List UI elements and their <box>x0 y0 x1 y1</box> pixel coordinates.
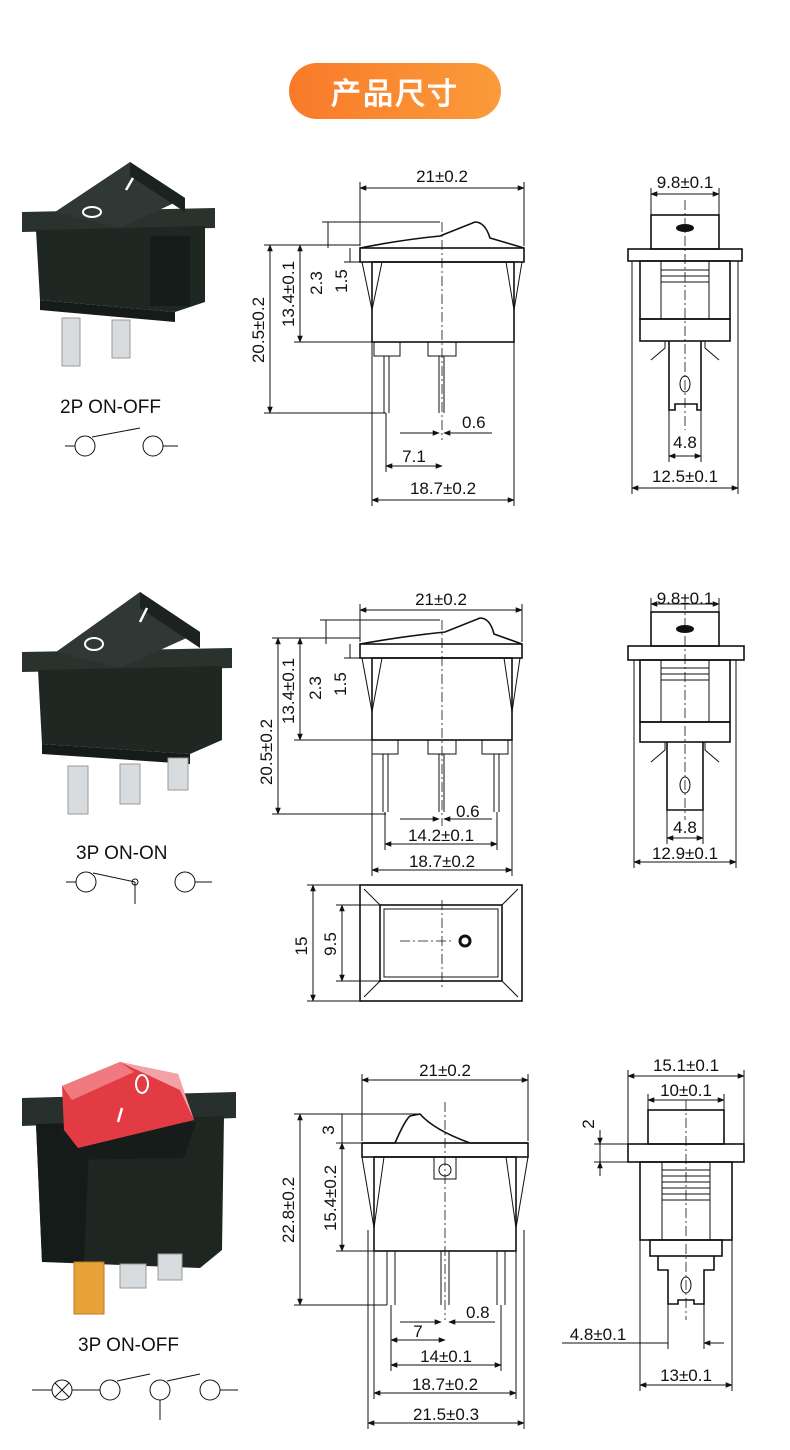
dimension-label: 2.3 <box>307 271 326 295</box>
side-view-3p-on-off <box>627 1100 745 1320</box>
dimension-label: 9.8±0.1 <box>657 173 714 192</box>
dims-top-3p-on-on: 15 9.5 <box>292 884 380 1002</box>
switch-symbol-2p <box>65 427 178 457</box>
dimension-label: 18.7±0.2 <box>409 852 475 871</box>
front-view-2p <box>359 221 525 440</box>
dimension-label: 7.1 <box>402 447 426 466</box>
front-view-3p-on-on <box>359 617 523 826</box>
page-title: 产品尺寸 <box>331 77 459 112</box>
dimension-label: 0.8 <box>466 1303 490 1322</box>
dimension-label: 18.7±0.2 <box>410 479 476 498</box>
dimension-label: 1.5 <box>331 672 350 696</box>
dims-side-2p: 9.8±0.1 4.8 12.5±0.1 <box>631 173 739 494</box>
dimension-label: 0.6 <box>462 413 486 432</box>
switch-photo-2p <box>22 162 215 367</box>
dimension-label: 21±0.2 <box>419 1061 471 1080</box>
top-view-3p-on-on <box>359 884 523 1002</box>
front-view-3p-on-off <box>361 1102 529 1320</box>
dimension-label: 9.8±0.1 <box>657 589 714 608</box>
dimension-label: 4.8 <box>673 433 697 452</box>
variant-label-3p-on-off: 3P ON-OFF <box>78 1335 179 1356</box>
switch-symbol-3p-on-off <box>32 1373 238 1420</box>
dimension-label: 1.5 <box>332 269 351 293</box>
dimension-label: 9.5 <box>321 932 340 956</box>
dimension-label: 15.4±0.2 <box>321 1165 340 1231</box>
dims-front-2p: 21±0.2 20.5±0.2 13.4±0.1 2.3 1.5 0.6 7.1… <box>249 167 525 506</box>
dimension-label: 2 <box>579 1119 598 1128</box>
dimension-label: 0.6 <box>456 802 480 821</box>
dimension-label: 15.1±0.1 <box>653 1056 719 1075</box>
dimension-label: 15 <box>292 937 311 956</box>
dimension-label: 12.9±0.1 <box>652 844 718 863</box>
dimension-label: 20.5±0.2 <box>249 297 268 363</box>
dimension-label: 18.7±0.2 <box>412 1375 478 1394</box>
side-view-3p-on-on <box>627 600 745 820</box>
dims-side-3p-on-off: 15.1±0.1 10±0.1 2 4.8±0.1 13±0.1 <box>562 1056 745 1391</box>
switch-photo-3p-on-on <box>22 592 232 815</box>
dimension-label: 2.3 <box>306 676 325 700</box>
dimension-label: 22.8±0.2 <box>279 1177 298 1243</box>
dimension-label: 13.4±0.1 <box>279 261 298 327</box>
dims-front-3p-on-off: 21±0.2 22.8±0.2 15.4±0.2 3 0.8 7 14±0.1 … <box>279 1061 529 1429</box>
dimension-label: 10±0.1 <box>660 1081 712 1100</box>
dimension-label: 7 <box>413 1322 422 1341</box>
dims-side-3p-on-on: 9.8±0.1 4.8 12.9±0.1 <box>633 589 737 868</box>
dimension-label: 13±0.1 <box>660 1366 712 1385</box>
dimension-label: 3 <box>319 1125 338 1134</box>
dimension-label: 4.8±0.1 <box>570 1325 627 1344</box>
title-badge: 产品尺寸 <box>289 63 501 119</box>
dimension-label: 14±0.1 <box>420 1347 472 1366</box>
dimension-label: 20.5±0.2 <box>257 719 276 785</box>
dimension-label: 13.4±0.1 <box>279 658 298 724</box>
variant-label-2p: 2P ON-OFF <box>60 397 161 418</box>
variant-label-3p-on-on: 3P ON-ON <box>76 843 168 864</box>
dimension-label: 4.8 <box>673 818 697 837</box>
side-view-2p <box>627 200 743 430</box>
dimension-label: 21±0.2 <box>416 167 468 186</box>
switch-symbol-3p-on-on <box>66 871 212 904</box>
dimension-label: 12.5±0.1 <box>652 467 718 486</box>
dimension-label: 14.2±0.1 <box>408 826 474 845</box>
switch-photo-3p-on-off <box>22 1062 236 1315</box>
dims-front-3p-on-on: 21±0.2 20.5±0.2 13.4±0.1 2.3 1.5 0.6 14.… <box>257 590 523 876</box>
dimension-label: 21.5±0.3 <box>413 1405 479 1424</box>
dimension-label: 21±0.2 <box>415 590 467 609</box>
